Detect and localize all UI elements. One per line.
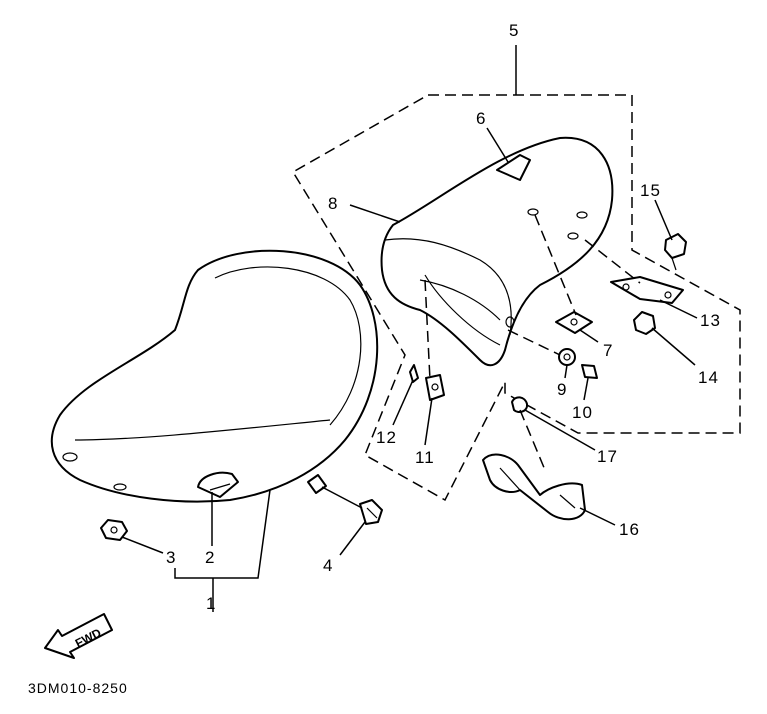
front-seat-bracket [307,474,327,494]
part-number-14: 14 [698,368,719,387]
part-number-16: 16 [619,520,640,539]
washer-9 [558,348,576,366]
nut-14 [633,311,656,335]
part-number-10: 10 [572,403,593,422]
part-number-3: 3 [166,548,176,567]
part-number-15: 15 [640,181,661,200]
leader-lines [121,127,698,612]
part-number-2: 2 [205,548,215,567]
part-number-11: 11 [415,448,435,467]
part-number-12: 12 [376,428,397,447]
part-number-7: 7 [603,341,613,360]
front-seat-clip [197,471,239,498]
bracket-13 [610,276,684,304]
bolt-15 [664,233,687,271]
rear-seat-clip [496,154,531,181]
rear-seat-strap [424,274,501,346]
leader-line-4-axis [321,486,363,509]
forward-direction-arrow: FWD [44,613,113,659]
part-number-9: 9 [557,380,567,399]
bracket-11 [425,374,445,401]
clip-12 [409,364,419,383]
part-number-17: 17 [597,447,618,466]
rear-seat [380,136,614,367]
front-seat-nut [100,519,128,541]
mounting-bracket-16 [482,453,586,521]
front-seat-bolt [359,499,383,525]
rear-seat-assembly-boundary [291,94,741,502]
nut-7 [555,311,593,334]
part-number-13: 13 [700,311,721,330]
fastener-17 [511,396,529,413]
part-number-8: 8 [328,194,338,213]
front-seat [50,249,379,503]
part-number-1: 1 [206,594,216,613]
part-number-4: 4 [323,556,333,575]
drawing-code: 3DM010-8250 [28,680,128,696]
bolt-10 [581,364,598,379]
part-number-6: 6 [476,109,486,128]
part-number-5: 5 [509,21,519,40]
